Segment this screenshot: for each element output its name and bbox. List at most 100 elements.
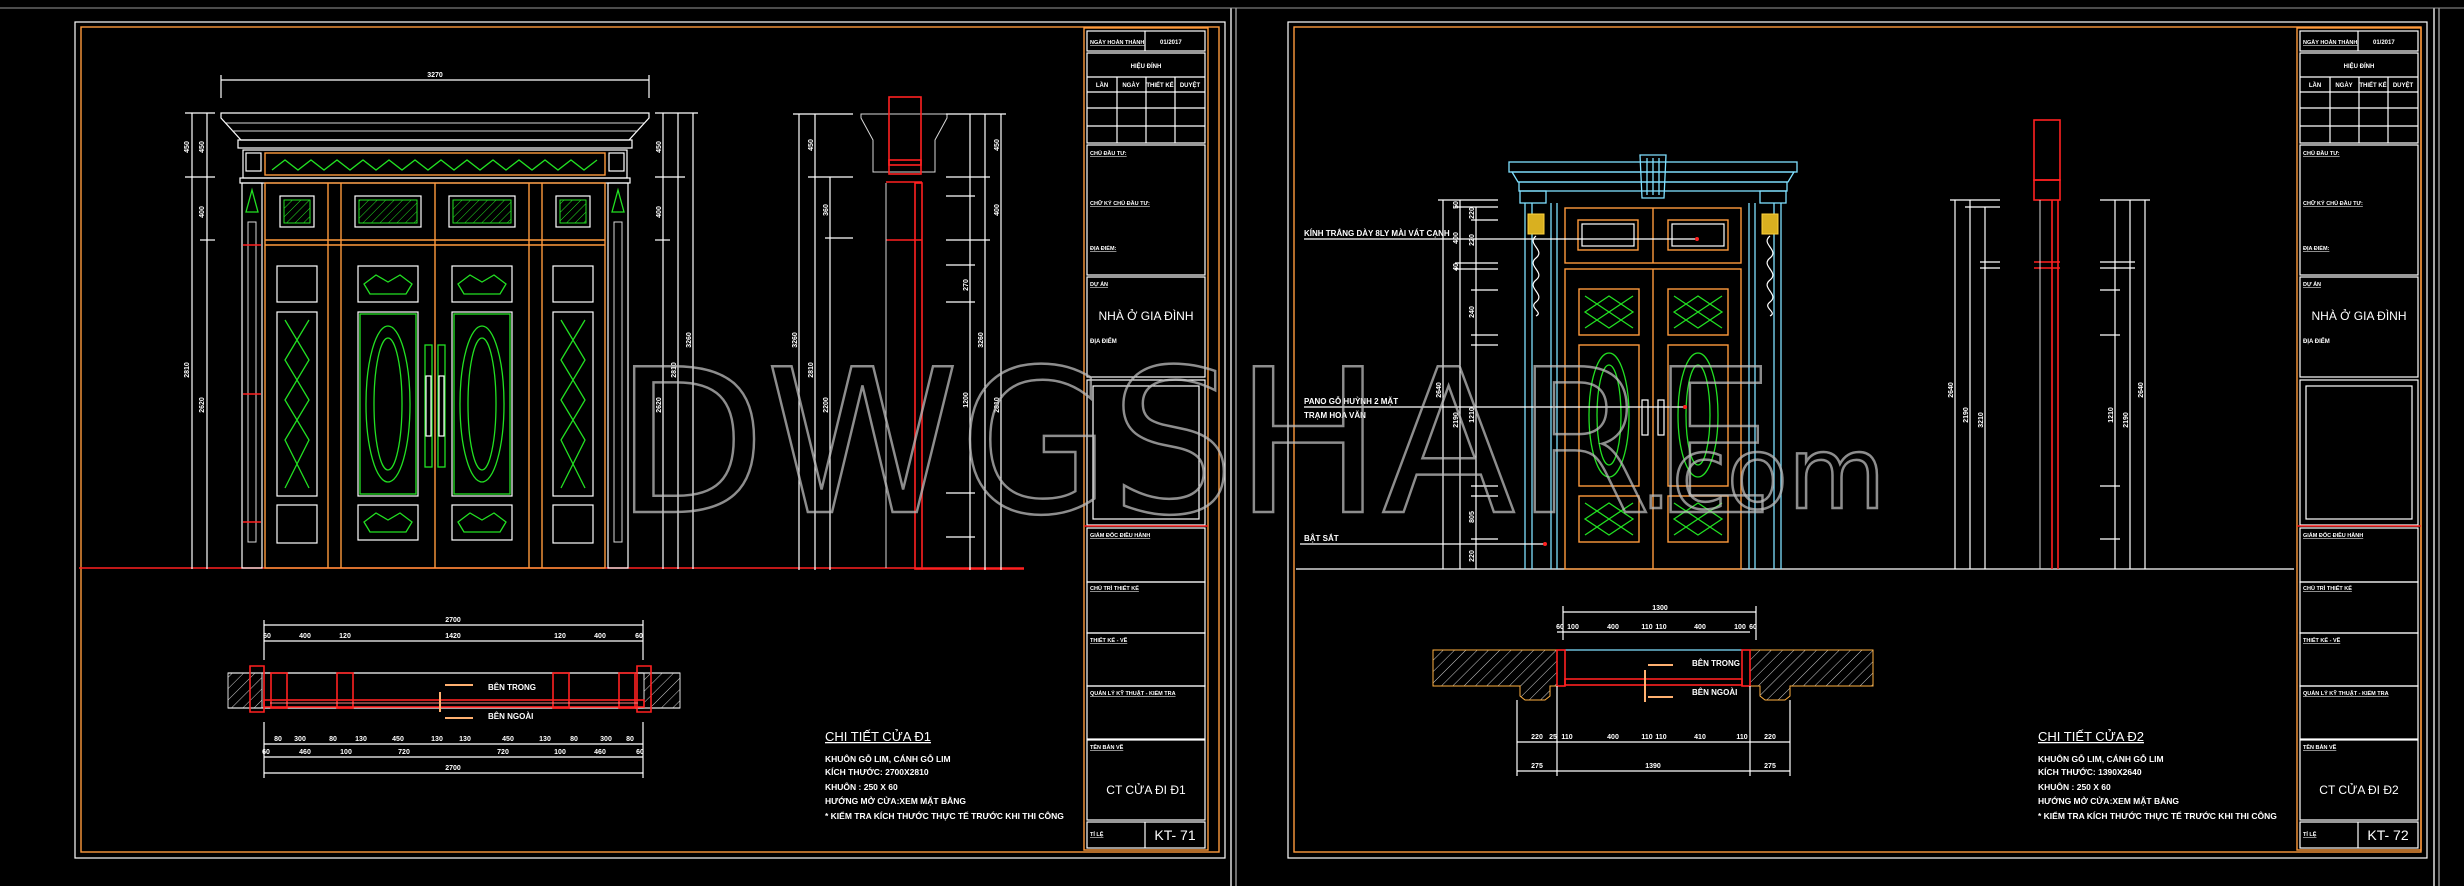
revision-header: THIẾT KẾ	[2359, 82, 2386, 89]
dimension-label: 450	[656, 141, 663, 153]
dimension-label: 460	[299, 749, 311, 756]
dimension-label: 2700	[445, 765, 461, 772]
dimension-label: 60	[1556, 624, 1564, 631]
project-label: DỰ ÁN	[2303, 281, 2321, 288]
dimension-label: 1210	[1469, 407, 1476, 423]
dimension-label: 1390	[1645, 763, 1661, 770]
note-line: KÍCH THƯỚC: 2700X2810	[825, 766, 929, 777]
dimension-label: 270	[963, 279, 970, 291]
date-value: 01/2017	[2373, 40, 2395, 46]
dimension-label: 220	[1531, 734, 1543, 741]
dimension-label: 100	[340, 749, 352, 756]
dimension-label: 120	[339, 633, 351, 640]
note-line: KHUÔN GỖ LIM, CÁNH GỖ LIM	[2038, 753, 2164, 764]
dimension-label: 460	[594, 749, 606, 756]
owner-label: CHỦ ĐẦU TƯ:	[2303, 150, 2340, 157]
callout-panel-sub: TRẠM HOA VĂN	[1304, 411, 1366, 420]
dimension-label: 60	[635, 633, 643, 640]
chief-designer-label: CHỦ TRÌ THIẾT KẾ	[2303, 584, 2352, 592]
project-location-label: ĐỊA ĐIỂM	[1090, 338, 1117, 345]
dimension-label: 110	[1641, 734, 1652, 741]
dimension-label: 300	[294, 736, 306, 743]
dimension-label: 410	[1694, 734, 1706, 741]
note-line: HƯỚNG MỞ CỬA:XEM MẶT BẰNG	[825, 795, 966, 806]
dimension-label: 2620	[656, 397, 663, 413]
dimension-label: 130	[355, 736, 367, 743]
design-draw-label: THIẾT KẾ - VẼ	[2303, 637, 2341, 644]
dimension-label: 3260	[792, 332, 799, 348]
date-label: NGÀY HOÀN THÀNH	[2303, 39, 2357, 46]
dimension-label: 1200	[963, 392, 970, 408]
drawing-name-label: TÊN BẢN VẼ	[2303, 743, 2337, 751]
notes-d2: CHI TIẾT CỬA Đ2 KHUÔN GỖ LIM, CÁNH GỖ LI…	[2038, 729, 2277, 821]
watermark: DWGSHARE .com	[614, 326, 1887, 562]
dimension-label: 400	[1607, 624, 1619, 631]
date-label: NGÀY HOÀN THÀNH	[1090, 39, 1144, 46]
inside-label: BÊN TRONG	[1692, 659, 1740, 668]
inside-label: BÊN TRONG	[488, 683, 536, 692]
notes-title: CHI TIẾT CỬA Đ2	[2038, 729, 2144, 744]
dimension-label: 450	[392, 736, 404, 743]
note-line: * KIỂM TRA KÍCH THƯỚC THỰC TẾ TRƯỚC KHI …	[825, 810, 1064, 821]
dimension-label: 450	[994, 139, 1001, 151]
dimension-label: 100	[1567, 624, 1579, 631]
revision-header: LẦN	[1096, 82, 1108, 89]
outside-label: BÊN NGOÀI	[1692, 688, 1737, 697]
dimension-label: 60	[263, 633, 271, 640]
location-label: ĐỊA ĐIỂM:	[1090, 245, 1117, 252]
sheet-number: KT- 72	[2367, 827, 2408, 843]
dimension-label: 40	[1453, 263, 1460, 271]
dimension-label: 400	[994, 204, 1001, 216]
dimension-label: 50	[1453, 201, 1460, 209]
logo-box	[2305, 385, 2413, 520]
revision-title: HIỆU ĐÍNH	[1131, 62, 1162, 70]
dimension-label: 720	[398, 749, 410, 756]
chief-designer-label: CHỦ TRÌ THIẾT KẾ	[1090, 584, 1139, 592]
dimension-label: 450	[808, 139, 815, 151]
dimension-label: 80	[329, 736, 337, 743]
outside-label: BÊN NGOÀI	[488, 712, 533, 721]
title-block: NGÀY HOÀN THÀNH 01/2017 HIỆU ĐÍNH LẦN NG…	[2296, 27, 2422, 851]
note-line: KHUÔN GỖ LIM, CÁNH GỖ LIM	[825, 753, 951, 764]
dimension-label: 2190	[2123, 412, 2130, 428]
dimension-label: 450	[502, 736, 514, 743]
dimension-label: 2200	[823, 397, 830, 413]
dimension-label: 110	[1655, 624, 1666, 631]
dimension-label: 110	[1655, 734, 1666, 741]
owner-label: CHỦ ĐẦU TƯ:	[1090, 150, 1127, 157]
dimension-label: 80	[626, 736, 634, 743]
dimension-label: 3260	[686, 332, 693, 348]
dimension-label: 60	[1749, 624, 1757, 631]
dimension-label: 2810	[184, 362, 191, 378]
dimension-label: 100	[554, 749, 566, 756]
door-d1-elevation: 3270 450 2810 450 400 2620 450 400 2810 …	[79, 72, 1024, 569]
dimension-label: 450	[199, 141, 206, 153]
dimension-label: 220	[1469, 550, 1476, 562]
note-line: KÍCH THƯỚC: 1390X2640	[2038, 766, 2142, 777]
logo-box	[1092, 385, 1200, 520]
design-draw-label: THIẾT KẾ - VẼ	[1090, 637, 1128, 644]
owner-sign-label: CHỮ KÝ CHỦ ĐẦU TƯ:	[2303, 200, 2363, 207]
dimension-label: 80	[570, 736, 578, 743]
revision-header: NGÀY	[1122, 82, 1139, 89]
dimension-label: 3260	[978, 332, 985, 348]
door-d1-plan: BÊN TRONG BÊN NGOÀI 2700 2700	[227, 617, 681, 778]
dimension-label: 805	[1469, 511, 1476, 523]
drawing-name: CT CỬA ĐI Đ2	[2319, 782, 2399, 797]
dimension-label: 220	[1469, 234, 1476, 246]
dimension-label: 2620	[199, 397, 206, 413]
dimension-label: 2700	[445, 617, 461, 624]
dimension-label: 80	[274, 736, 282, 743]
drawing-name: CT CỬA ĐI Đ1	[1106, 782, 1186, 797]
dimension-label: 110	[1561, 734, 1572, 741]
dimension-label: 240	[1469, 306, 1476, 318]
door-d2-elevation: KÍNH TRẮNG DÀY 8LY MÀI VÁT CẠNH PANO GỖ …	[1296, 154, 2294, 570]
notes-d1: CHI TIẾT CỬA Đ1 KHUÔN GỖ LIM, CÁNH GỖ LI…	[825, 729, 1064, 821]
director-label: GIÁM ĐỐC ĐIỀU HÀNH	[1090, 532, 1150, 539]
dimension-label: 220	[1764, 734, 1776, 741]
dimension-label: 400	[1607, 734, 1619, 741]
dimension-label: 400	[199, 206, 206, 218]
watermark-suffix: .com	[1640, 415, 1885, 532]
dimension-label: 1300	[1652, 605, 1668, 612]
